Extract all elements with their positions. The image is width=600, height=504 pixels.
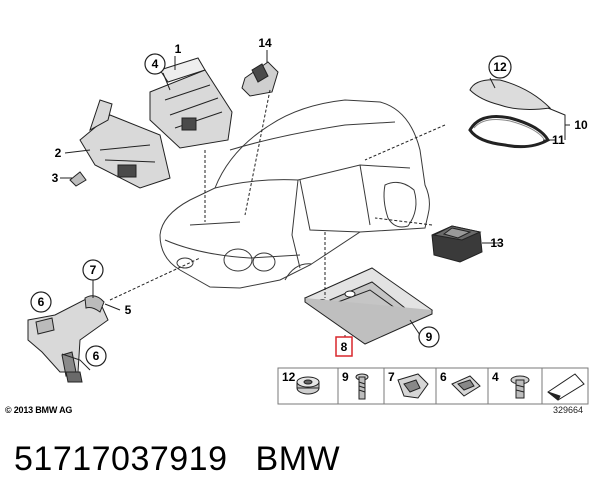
legend-label-6: 6: [440, 370, 447, 384]
leader-lines: [60, 50, 570, 371]
car-outline: [159, 99, 430, 289]
callout-8-highlight: [335, 336, 353, 357]
callout-9: 9: [426, 330, 433, 344]
callout-10: 10: [574, 118, 588, 132]
legend-label-9: 9: [342, 370, 349, 384]
callout-6a-circle: [30, 291, 52, 313]
spring-nut-icon: [451, 375, 481, 397]
callouts: 1 4 14 2 3 12 10 11 13 7 6 5 6 9 8: [30, 36, 588, 367]
callout-3: 3: [52, 171, 59, 185]
parts-diagram: 1 4 14 2 3 12 10 11 13 7 6 5 6 9 8 12: [27, 36, 589, 405]
legend-label-12: 12: [282, 370, 296, 384]
legend-label-4: 4: [492, 370, 499, 384]
nut-icon: [296, 376, 320, 395]
callout-2: 2: [55, 146, 62, 160]
part-3-clip: [69, 171, 87, 187]
callout-7: 7: [90, 263, 97, 277]
hardware-legend: 12 9 7 6 4: [277, 367, 589, 405]
callout-6a: 6: [38, 295, 45, 309]
callout-9-circle: [418, 326, 440, 348]
part-2-bracket: [79, 99, 171, 189]
callout-1: 1: [175, 42, 182, 56]
part-5-bracket: [27, 295, 109, 383]
copyright-text: © 2013 BMW AG: [5, 405, 73, 415]
callout-6b: 6: [93, 349, 100, 363]
part-number: 51717037919: [14, 440, 228, 478]
callout-11: 11: [552, 133, 565, 147]
part-caption: 51717037919 BMW: [14, 440, 340, 479]
clip-nut-icon: [397, 373, 429, 399]
part-12-trim: [468, 79, 552, 149]
legend-label-7: 7: [388, 370, 395, 384]
part-9-plate: [303, 267, 434, 345]
diagram-reference-number: 329664: [553, 405, 584, 415]
callout-12: 12: [493, 60, 507, 74]
brand-name: BMW: [255, 440, 341, 478]
bolt-icon: [355, 373, 369, 400]
callout-4-circle: [144, 53, 166, 75]
callout-5: 5: [125, 303, 132, 317]
part-13-module: [431, 225, 483, 263]
screw-icon: [510, 375, 530, 399]
arrow-icon: [547, 373, 585, 401]
callout-4: 4: [152, 57, 159, 71]
callout-7-circle: [82, 259, 104, 281]
part-14-bracket: [241, 61, 279, 97]
callout-6b-circle: [85, 345, 107, 367]
callout-14: 14: [258, 36, 272, 50]
callout-8: 8: [341, 340, 348, 354]
part-1-bracket: [149, 57, 233, 149]
callout-13: 13: [490, 236, 504, 250]
callout-12-circle: [488, 55, 512, 79]
